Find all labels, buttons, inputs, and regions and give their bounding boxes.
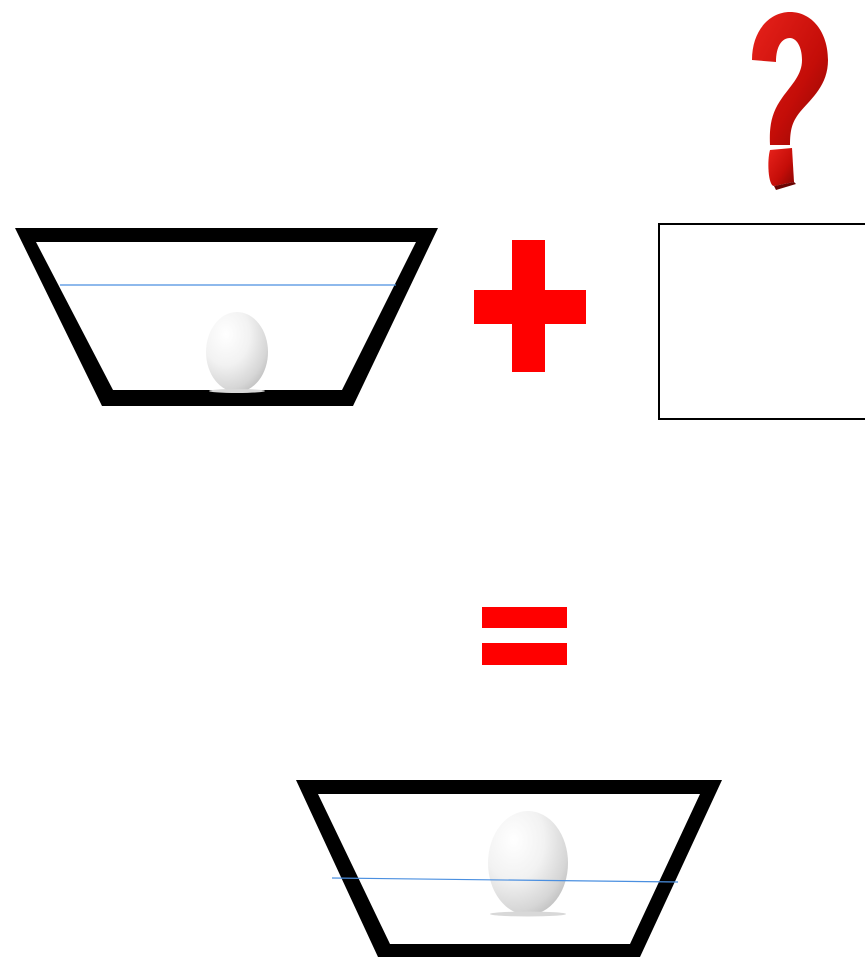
egg-left — [206, 312, 268, 392]
equals-icon — [482, 607, 567, 665]
answer-box[interactable] — [658, 223, 865, 420]
egg-bottom — [488, 811, 568, 915]
water-line-bottom — [331, 877, 679, 883]
question-mark-icon — [752, 12, 828, 190]
bowl-bottom — [296, 780, 722, 957]
bowl-left — [15, 228, 438, 406]
plus-icon — [474, 240, 586, 372]
